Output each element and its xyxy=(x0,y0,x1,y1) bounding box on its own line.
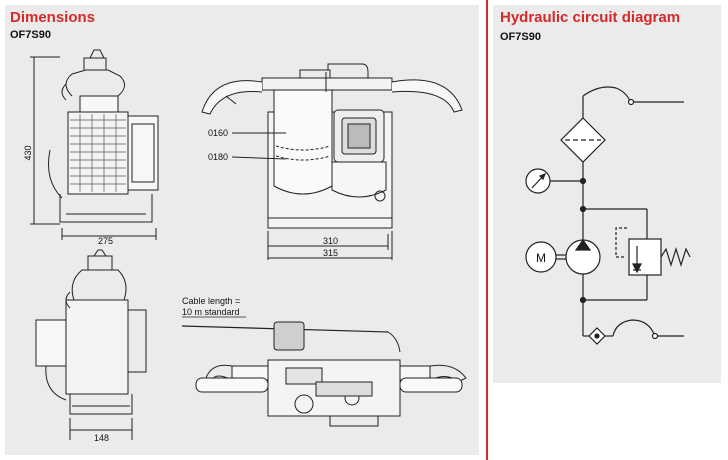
side-view-drawing xyxy=(30,49,159,240)
section-divider xyxy=(486,0,488,460)
hydraulic-model: OF7S90 xyxy=(500,31,541,43)
relief-valve-symbol xyxy=(628,238,662,276)
top-view-drawing xyxy=(181,321,467,427)
callout-0180: 0180 xyxy=(208,152,228,162)
motor-label: M xyxy=(536,251,546,265)
dimension-drawings: 430 275 310 315 0160 0180 Cable length =… xyxy=(23,49,467,443)
dim-width-310: 310 xyxy=(323,236,338,246)
hydraulic-panel xyxy=(493,5,721,383)
cable-note-line1: Cable length = xyxy=(182,296,240,306)
hydraulic-title: Hydraulic circuit diagram xyxy=(500,9,681,26)
callout-0160: 0160 xyxy=(208,128,228,138)
hydraulic-circuit-drawing: M xyxy=(525,86,691,345)
dimensions-model: OF7S90 xyxy=(10,29,51,41)
cable-note-line2: 10 m standard xyxy=(182,307,240,317)
front-view-drawing xyxy=(201,63,463,260)
dim-width-315: 315 xyxy=(323,248,338,258)
dimensions-title: Dimensions xyxy=(10,9,96,26)
bottom-side-view-drawing xyxy=(35,249,147,440)
dim-height-430: 430 xyxy=(23,145,33,160)
motor-symbol xyxy=(525,241,557,273)
dim-depth-275: 275 xyxy=(98,236,113,246)
dim-depth-148: 148 xyxy=(94,433,109,443)
